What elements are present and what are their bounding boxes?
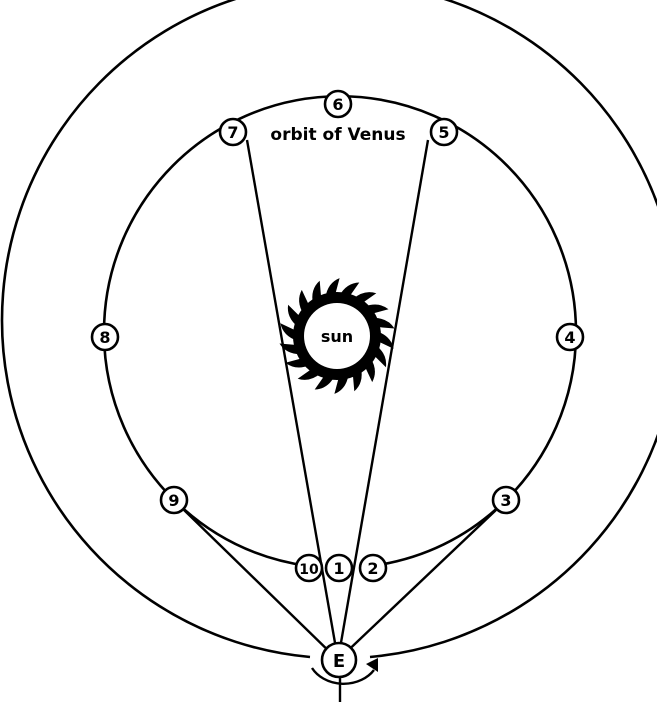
position-2: 2 bbox=[360, 555, 386, 581]
position-6: 6 bbox=[325, 91, 351, 117]
sun: sun bbox=[280, 278, 395, 394]
svg-text:7: 7 bbox=[227, 123, 238, 142]
svg-text:9: 9 bbox=[168, 491, 179, 510]
svg-text:3: 3 bbox=[500, 491, 511, 510]
venus-orbit-right-lower bbox=[372, 500, 506, 566]
position-10: 10 bbox=[296, 555, 322, 581]
position-1: 1 bbox=[326, 555, 352, 581]
svg-text:5: 5 bbox=[438, 123, 449, 142]
sightline-to-3 bbox=[338, 510, 496, 660]
sightline-to-5 bbox=[338, 140, 428, 660]
svg-text:8: 8 bbox=[99, 328, 110, 347]
sightline-to-7 bbox=[247, 140, 338, 660]
position-5: 5 bbox=[431, 119, 457, 145]
earth-label: E bbox=[333, 651, 345, 672]
position-7: 7 bbox=[220, 119, 246, 145]
position-4: 4 bbox=[557, 324, 583, 350]
orbit-label: orbit of Venus bbox=[270, 125, 405, 145]
position-9: 9 bbox=[161, 487, 187, 513]
sun-label: sun bbox=[321, 327, 353, 346]
svg-text:10: 10 bbox=[299, 562, 319, 578]
svg-text:4: 4 bbox=[564, 328, 575, 347]
svg-text:6: 6 bbox=[332, 95, 343, 114]
position-8: 8 bbox=[92, 324, 118, 350]
svg-text:2: 2 bbox=[367, 559, 378, 578]
arrowhead-icon bbox=[366, 658, 378, 672]
position-3: 3 bbox=[493, 487, 519, 513]
earth: E bbox=[322, 643, 356, 677]
svg-text:1: 1 bbox=[333, 559, 344, 578]
venus-orbit-left-lower bbox=[174, 500, 308, 566]
